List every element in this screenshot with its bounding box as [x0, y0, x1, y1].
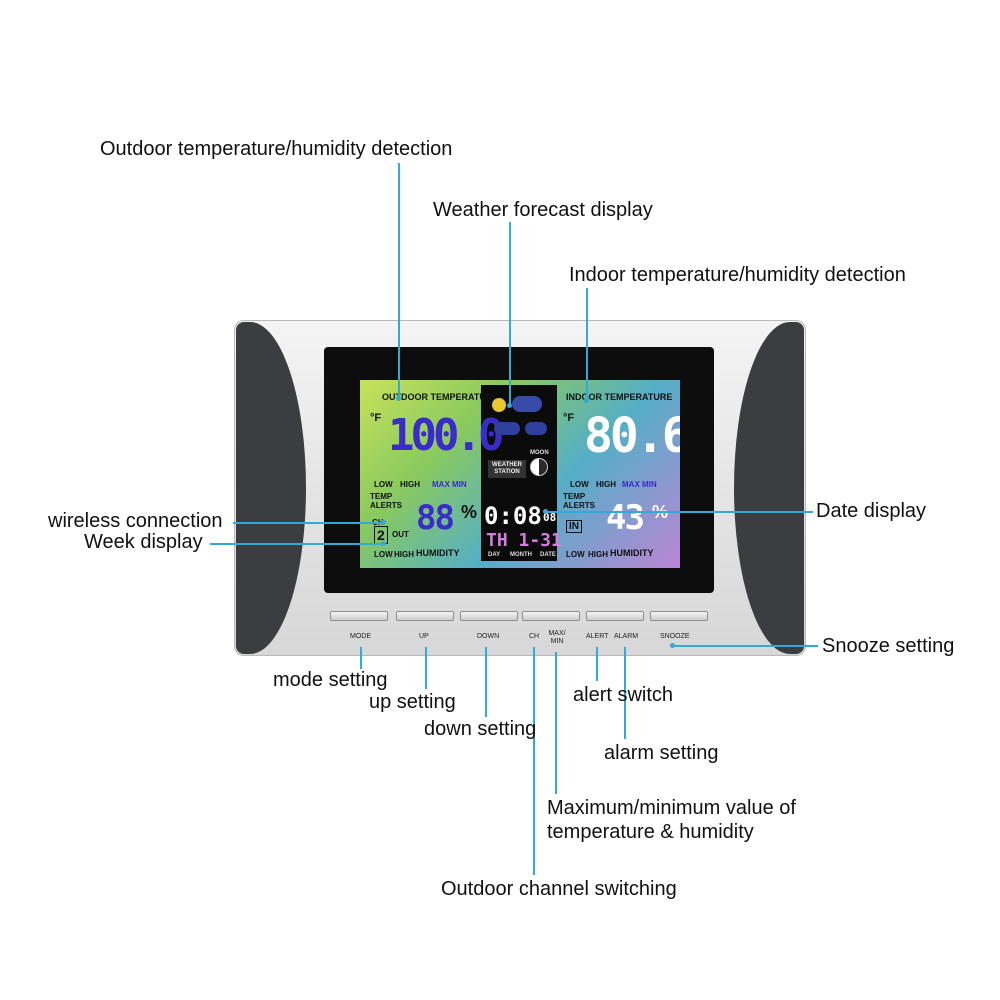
storm-cloud-icon — [525, 422, 547, 435]
indoor-temp-alerts: TEMP ALERTS — [563, 492, 595, 510]
indoor-percent: % — [652, 502, 669, 522]
up-button[interactable] — [396, 611, 454, 621]
down-button[interactable] — [460, 611, 518, 621]
moon-phase-icon — [530, 458, 548, 476]
moon-label: MOON — [530, 450, 549, 456]
leader-snooze — [672, 645, 818, 647]
outdoor-high-2: HIGH — [394, 550, 414, 559]
callout-week: Week display — [84, 531, 203, 553]
sun-icon — [492, 398, 506, 412]
indoor-low-2: LOW — [566, 550, 585, 559]
ch-maxmin-button[interactable] — [522, 611, 580, 621]
mode-button[interactable] — [330, 611, 388, 621]
callout-up: up setting — [369, 691, 456, 713]
indoor-temperature: 80.6 — [584, 408, 680, 464]
clock-time: 0:08 — [484, 502, 542, 530]
callout-down: down setting — [424, 718, 537, 740]
callout-alert: alert switch — [573, 684, 674, 706]
indoor-low: LOW — [570, 480, 589, 489]
outdoor-high: HIGH — [400, 480, 420, 489]
outdoor-temperature: 100.0 — [388, 410, 504, 461]
callout-alarm: alarm setting — [604, 742, 719, 764]
outdoor-percent: % — [461, 502, 478, 522]
leader-week — [210, 543, 383, 545]
leader-wireless — [233, 522, 383, 524]
down-label: DOWN — [477, 633, 500, 640]
indoor-in: IN — [566, 520, 582, 533]
callout-maxmin-2: temperature & humidity — [547, 821, 754, 843]
callout-channel: Outdoor channel switching — [441, 878, 677, 900]
day-label: DAY — [488, 552, 501, 558]
indoor-high: HIGH — [596, 480, 616, 489]
leader-down — [485, 647, 487, 717]
leader-alarm — [624, 647, 626, 739]
callout-date: Date display — [816, 500, 927, 522]
callout-snooze: Snooze setting — [822, 635, 955, 657]
dot-week — [381, 541, 386, 546]
dot-snooze — [670, 643, 675, 648]
up-label: UP — [419, 633, 429, 640]
dot-outdoor — [396, 396, 401, 401]
indoor-max-min: MAX MIN — [622, 480, 657, 489]
callout-mode: mode setting — [273, 669, 388, 691]
rain-cloud-icon — [494, 422, 520, 435]
leader-mode — [360, 647, 362, 669]
dot-forecast — [507, 403, 512, 408]
alert-alarm-button[interactable] — [586, 611, 644, 621]
mode-label: MODE — [350, 633, 371, 640]
callout-indoor: Indoor temperature/humidity detection — [569, 264, 906, 286]
outdoor-unit: °F — [370, 412, 382, 424]
callout-outdoor: Outdoor temperature/humidity detection — [100, 138, 453, 160]
leader-channel — [533, 647, 535, 875]
leader-outdoor — [398, 163, 400, 398]
cloud-icon — [512, 396, 542, 412]
callout-forecast: Weather forecast display — [433, 199, 653, 221]
alarm-label: ALARM — [614, 633, 639, 640]
callout-wireless: wireless connection — [48, 510, 223, 532]
clock-seconds: 08 — [543, 511, 557, 524]
indoor-humidity-label: HUMIDITY — [610, 548, 654, 558]
outdoor-max-min: MAX MIN — [432, 480, 467, 489]
snooze-label: SNOOZE — [660, 633, 690, 640]
callout-maxmin-1: Maximum/minimum value of — [547, 797, 796, 819]
indoor-title: INDOOR TEMPERATURE — [566, 392, 673, 402]
month-label: MONTH — [510, 552, 532, 558]
alert-label: ALERT — [586, 633, 609, 640]
indoor-high-2: HIGH — [588, 550, 608, 559]
outdoor-title: OUTDOOR TEMPERATURE — [382, 392, 499, 402]
leader-indoor — [586, 288, 588, 400]
lcd-screen: OUTDOOR TEMPERATURE °F 100.0 LOW HIGH MA… — [360, 380, 680, 568]
outdoor-humidity: 88 — [416, 498, 455, 538]
dot-wireless — [381, 520, 386, 525]
indoor-humidity: 43 — [606, 498, 645, 538]
maxmin-label: MAX/ MIN — [548, 630, 566, 645]
date-label: DATE — [540, 552, 556, 558]
leader-forecast — [509, 222, 511, 405]
dot-date — [543, 509, 548, 514]
outdoor-out: OUT — [392, 530, 409, 539]
indoor-unit: °F — [563, 412, 575, 424]
leader-date — [545, 511, 813, 513]
leader-alert — [596, 647, 598, 681]
outdoor-humidity-label: HUMIDITY — [416, 548, 460, 558]
outdoor-low-2: LOW — [374, 550, 393, 559]
leader-maxmin — [555, 652, 557, 794]
weather-station-label: WEATHER STATION — [488, 460, 526, 478]
outdoor-low: LOW — [374, 480, 393, 489]
weekday-date: TH 1-31 — [486, 530, 562, 551]
ch-label: CH — [529, 633, 540, 640]
dot-indoor — [584, 398, 589, 403]
leader-up — [425, 647, 427, 689]
temp-alerts: TEMP ALERTS — [370, 492, 402, 510]
snooze-button[interactable] — [650, 611, 708, 621]
